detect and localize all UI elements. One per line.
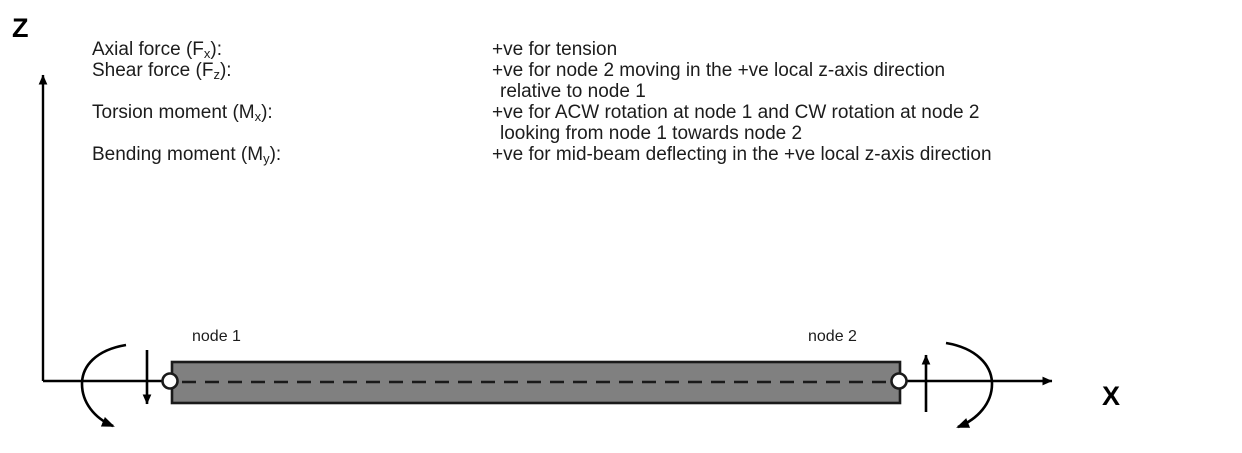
- x-axis-label: X: [1102, 381, 1121, 411]
- legend-label-bending-moment-main: Bending moment (M: [92, 144, 264, 165]
- node2-label: node 2: [808, 328, 857, 345]
- legend-value-bending-moment: +ve for mid-beam deflecting in the +ve l…: [492, 144, 992, 165]
- legend-value-shear-force-cont: relative to node 1: [500, 81, 646, 102]
- node1-label: node 1: [192, 328, 241, 345]
- node1-moment-arrow: [80, 343, 127, 428]
- node2-marker: [890, 372, 908, 390]
- legend-label-axial-force: Axial force (Fx):: [92, 39, 223, 62]
- legend-label-bending-moment-sub: y: [263, 151, 270, 166]
- legend-value-torsion-moment-cont: looking from node 1 towards node 2: [500, 123, 803, 144]
- node2-moment-arrow: [945, 341, 994, 429]
- legend-label-torsion-moment-main: Torsion moment (M: [92, 102, 255, 123]
- legend-label-shear-force-main: Shear force (F: [92, 60, 214, 81]
- legend-value-axial-force: +ve for tension: [492, 39, 618, 60]
- legend-label-torsion-moment-tail: ):: [261, 102, 273, 123]
- legend-value-torsion-moment: +ve for ACW rotation at node 1 and CW ro…: [492, 102, 980, 123]
- legend-value-shear-force: +ve for node 2 moving in the +ve local z…: [492, 60, 946, 81]
- legend-label-axial-force-main: Axial force (F: [92, 39, 204, 60]
- legend-label-axial-force-tail: ):: [210, 39, 223, 60]
- legend-label-shear-force-tail: ):: [219, 60, 232, 81]
- legend-label-torsion-moment-sub: x: [254, 109, 262, 124]
- legend-label-bending-moment-tail: ):: [269, 144, 282, 165]
- beam-element: [170, 360, 902, 405]
- node1-marker: [161, 372, 179, 390]
- legend-label-shear-force-sub: z: [213, 67, 220, 82]
- legend-label-torsion-moment: Torsion moment (Mx):: [92, 102, 273, 125]
- z-axis-label: Z: [12, 13, 29, 43]
- legend-label-bending-moment: Bending moment (My):: [92, 144, 282, 167]
- legend-label-axial-force-sub: x: [203, 46, 211, 61]
- legend-label-shear-force: Shear force (Fz):: [92, 60, 232, 83]
